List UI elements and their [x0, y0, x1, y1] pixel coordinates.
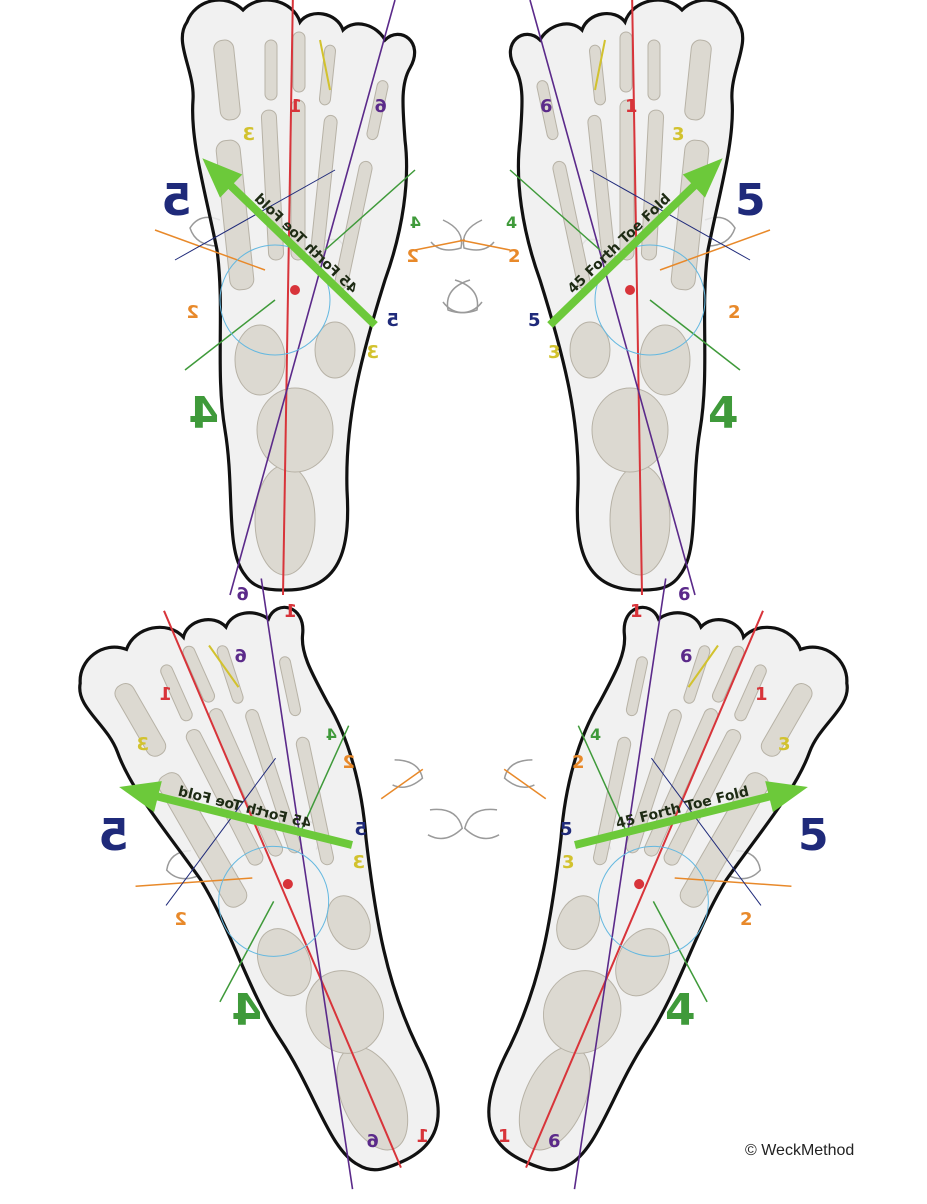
label-three-small: 3: [352, 852, 365, 873]
label-five-large: 5: [98, 810, 129, 861]
label-five-large: 5: [735, 175, 766, 226]
label-five-large: 5: [798, 810, 829, 861]
label-two-right: 2: [174, 909, 187, 930]
label-two-left: 2: [406, 246, 419, 267]
label-one: 1: [159, 684, 172, 705]
label-two-right: 2: [186, 302, 199, 323]
label-four-large: 4: [188, 388, 219, 439]
label-four-large: 4: [665, 985, 696, 1036]
label-five-small: 5: [354, 819, 367, 840]
label-two-right: 2: [740, 909, 753, 930]
label-four-large: 4: [231, 985, 262, 1036]
label-three-small: 3: [366, 342, 379, 363]
label-five-small: 5: [528, 310, 541, 331]
label-four-large: 4: [708, 388, 739, 439]
labels-top-left: 6 1 3 5 4 2 2 5 3 4 6 1: [161, 96, 421, 622]
label-six-bottom: 6: [678, 584, 691, 605]
label-six-bottom: 6: [236, 584, 249, 605]
label-one-bottom: 1: [630, 601, 643, 622]
label-four-small: 4: [590, 725, 601, 744]
label-one: 1: [755, 684, 768, 705]
label-four-small: 4: [410, 213, 421, 232]
label-three: 3: [672, 124, 685, 145]
label-two-left: 2: [572, 752, 585, 773]
copyright-notice: © WeckMethod: [745, 1142, 855, 1159]
label-six: 6: [680, 646, 693, 667]
label-three: 3: [242, 124, 255, 145]
label-two-left: 2: [508, 246, 521, 267]
label-three-small: 3: [562, 852, 575, 873]
foot-top-right: [445, 0, 772, 597]
label-one: 1: [289, 96, 302, 117]
label-six: 6: [234, 646, 247, 667]
label-six-bottom: 6: [548, 1131, 561, 1152]
label-six-bottom: 6: [366, 1131, 379, 1152]
label-three-small: 3: [548, 342, 561, 363]
label-three: 3: [778, 734, 791, 755]
label-one-bottom: 1: [416, 1126, 429, 1147]
label-one-bottom: 1: [284, 601, 297, 622]
label-three: 3: [136, 734, 149, 755]
label-five-large: 5: [161, 175, 192, 226]
label-five-small: 5: [386, 310, 399, 331]
label-six: 6: [540, 96, 553, 117]
labels-bottom-left: 6 1 4 3 2 5 5 3 2 4 1 6: [98, 646, 429, 1152]
label-two-right: 2: [728, 302, 741, 323]
label-four-small: 4: [326, 725, 337, 744]
labels-bottom-right: 6 1 4 3 2 5 5 3 2 4 1 6: [498, 646, 829, 1152]
label-one-bottom: 1: [498, 1126, 511, 1147]
label-five-small: 5: [560, 819, 573, 840]
label-six: 6: [374, 96, 387, 117]
label-four-small: 4: [506, 213, 517, 232]
label-one: 1: [625, 96, 638, 117]
labels-top-right: 6 1 3 5 4 2 2 5 3 4 6 1: [506, 96, 766, 622]
foot-top-left: [153, 0, 480, 597]
label-two-left: 2: [342, 752, 355, 773]
